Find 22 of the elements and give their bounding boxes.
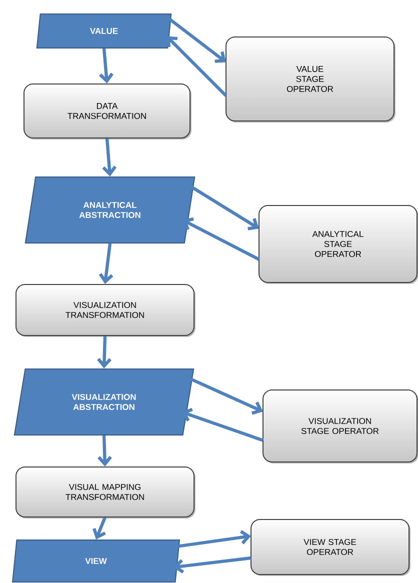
rounded-box: VISUALIZATION STAGE OPERATOR: [262, 390, 418, 464]
arrow: [98, 435, 112, 466]
rounded-box: DATA TRANSFORMATION: [24, 84, 192, 140]
arrow: [168, 18, 226, 63]
arrow: [102, 138, 117, 176]
rounded-box: VALUE STAGE OPERATOR: [226, 36, 396, 122]
rounded-box: VISUAL MAPPING TRANSFORMATION: [16, 466, 196, 518]
arrow: [166, 36, 228, 97]
arrow: [97, 336, 112, 368]
rounded-box: VISUALIZATION TRANSFORMATION: [16, 284, 196, 337]
rounded-box: ANALYTICAL STAGE OPERATOR: [258, 205, 418, 284]
parallelogram-box: VALUE: [36, 14, 172, 48]
arrow: [177, 530, 251, 548]
arrow: [190, 377, 263, 415]
arrow: [173, 556, 252, 574]
arrow: [92, 516, 106, 540]
rounded-box: VIEW STAGE OPERATOR: [250, 519, 410, 576]
arrow: [190, 186, 259, 230]
arrow: [99, 48, 114, 84]
arrow: [98, 243, 114, 284]
parallelogram-box: VISUALIZATION ABSTRACTION: [14, 368, 194, 436]
parallelogram-box: ANALYTICAL ABSTRACTION: [24, 176, 196, 244]
